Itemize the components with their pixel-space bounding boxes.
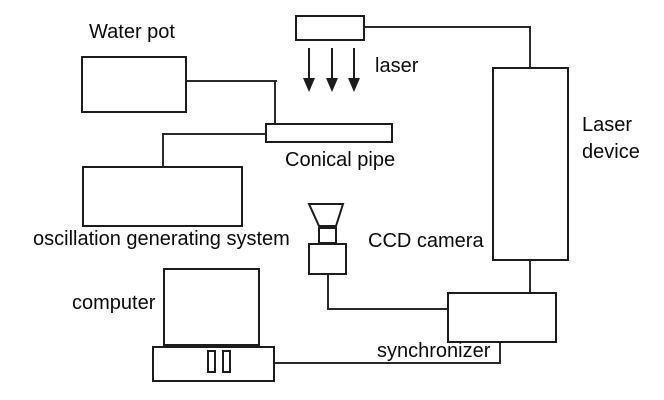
laser-device-label-line2: device: [582, 141, 640, 163]
synchronizer-box: [447, 292, 557, 343]
ccd-camera-body-box: [308, 243, 347, 275]
connector-computer-synchronizer-h: [275, 362, 501, 364]
computer-drive-slot-2: [222, 350, 231, 373]
conical-pipe-box: [265, 123, 393, 143]
connector-laserdevice-synchronizer-v: [529, 260, 531, 293]
synchronizer-label: synchronizer: [377, 340, 491, 362]
computer-drive-slot-1: [207, 350, 216, 373]
laser-device-label-line1: Laser: [582, 114, 633, 136]
laser-beam-label: laser: [375, 55, 419, 77]
computer-label: computer: [72, 292, 156, 314]
laser-head-box: [295, 15, 365, 41]
connector-ccd-synchronizer-v: [327, 275, 329, 310]
connector-computer-synchronizer-v: [499, 342, 501, 364]
conical-pipe-label: Conical pipe: [285, 149, 396, 171]
connector-laserhead-laserdevice-h: [365, 26, 531, 28]
connector-ccd-synchronizer-h: [327, 308, 448, 310]
ccd-camera-neck-box: [318, 227, 337, 244]
oscillation-system-label: oscillation generating system: [33, 228, 290, 250]
laser-arrow-3: [348, 48, 360, 92]
connector-conicalpipe-oscillation-v: [162, 133, 164, 167]
connector-laserhead-laserdevice-v: [529, 26, 531, 68]
ccd-camera-label: CCD camera: [368, 230, 484, 252]
connector-waterpot-conicalpipe-h: [187, 80, 277, 82]
laser-arrow-1: [303, 48, 315, 92]
water-pot-box: [81, 56, 187, 113]
laser-device-label: Laser device: [582, 112, 640, 166]
water-pot-label: Water pot: [89, 21, 175, 43]
connector-conicalpipe-oscillation-h: [162, 133, 266, 135]
computer-monitor-box: [163, 268, 260, 346]
laser-arrow-2: [326, 48, 338, 92]
ccd-camera-funnel: [307, 203, 345, 227]
connector-waterpot-conicalpipe-v: [274, 80, 276, 125]
laser-device-box: [492, 67, 569, 261]
oscillation-system-box: [82, 166, 243, 227]
